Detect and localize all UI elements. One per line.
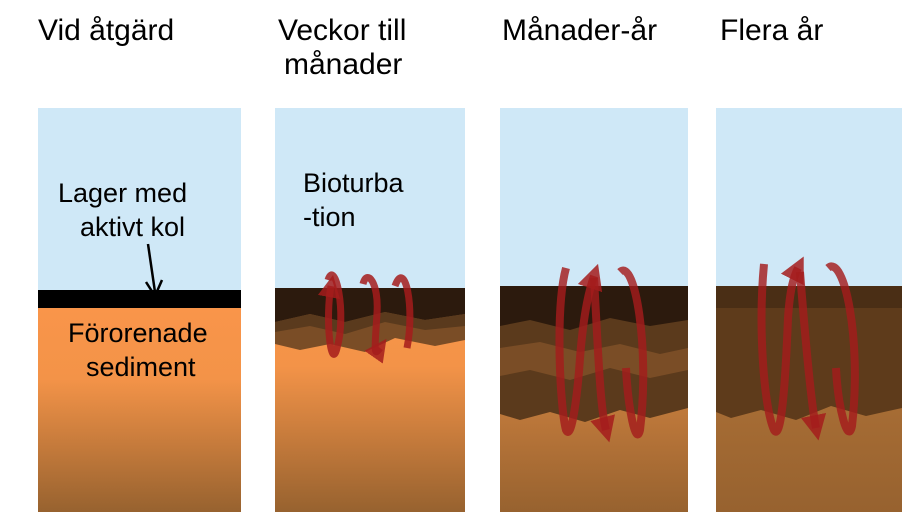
mixed-layer-top xyxy=(716,286,902,308)
cap-label-line1: Lager med xyxy=(58,178,188,208)
stage-1-title: Vid åtgärd xyxy=(38,14,174,48)
bioturbation-arrows xyxy=(555,263,648,443)
stage-4-title: Flera år xyxy=(720,14,823,48)
activated-carbon-layer xyxy=(38,290,241,308)
stage-2-title: Veckor till månader xyxy=(278,14,406,82)
cap-pointer-arrow xyxy=(144,243,164,299)
panel-weeks-months: Bioturba -tion xyxy=(275,108,465,512)
sediment-label-line1: Förorenade xyxy=(68,318,208,348)
panel-at-remediation: Lager med aktivt kol Förorenade sediment xyxy=(38,108,241,512)
sediment-label-line2: sediment xyxy=(86,352,196,382)
water-layer xyxy=(500,108,688,288)
water-layer xyxy=(716,108,902,288)
panel-months-years xyxy=(500,108,688,512)
panel-several-years xyxy=(716,108,902,512)
mixed-layer-band xyxy=(275,312,465,334)
cap-label-line2: aktivt kol xyxy=(80,212,186,242)
stage-1-title-line1: Vid åtgärd xyxy=(38,14,175,47)
bioturbation-label: Bioturba -tion xyxy=(303,166,404,234)
bioturbation-label-line2: -tion xyxy=(303,202,356,232)
bioturbation-arrows xyxy=(757,256,859,441)
stage-2-title-line1: Veckor till xyxy=(278,14,407,47)
sediment-label: Förorenade sediment xyxy=(68,316,208,384)
cap-label: Lager med aktivt kol xyxy=(58,176,187,244)
bioturbation-label-line1: Bioturba xyxy=(303,168,404,198)
bioturbation-arrows xyxy=(317,271,414,364)
stage-4-title-line1: Flera år xyxy=(720,14,824,47)
contaminated-sediment xyxy=(38,308,241,512)
stage-3-title: Månader-år xyxy=(502,14,657,48)
water-layer xyxy=(275,108,465,290)
stage-2-title-line2: månader xyxy=(284,48,403,81)
water-layer xyxy=(38,108,241,290)
stage-3-title-line1: Månader-år xyxy=(502,14,658,47)
